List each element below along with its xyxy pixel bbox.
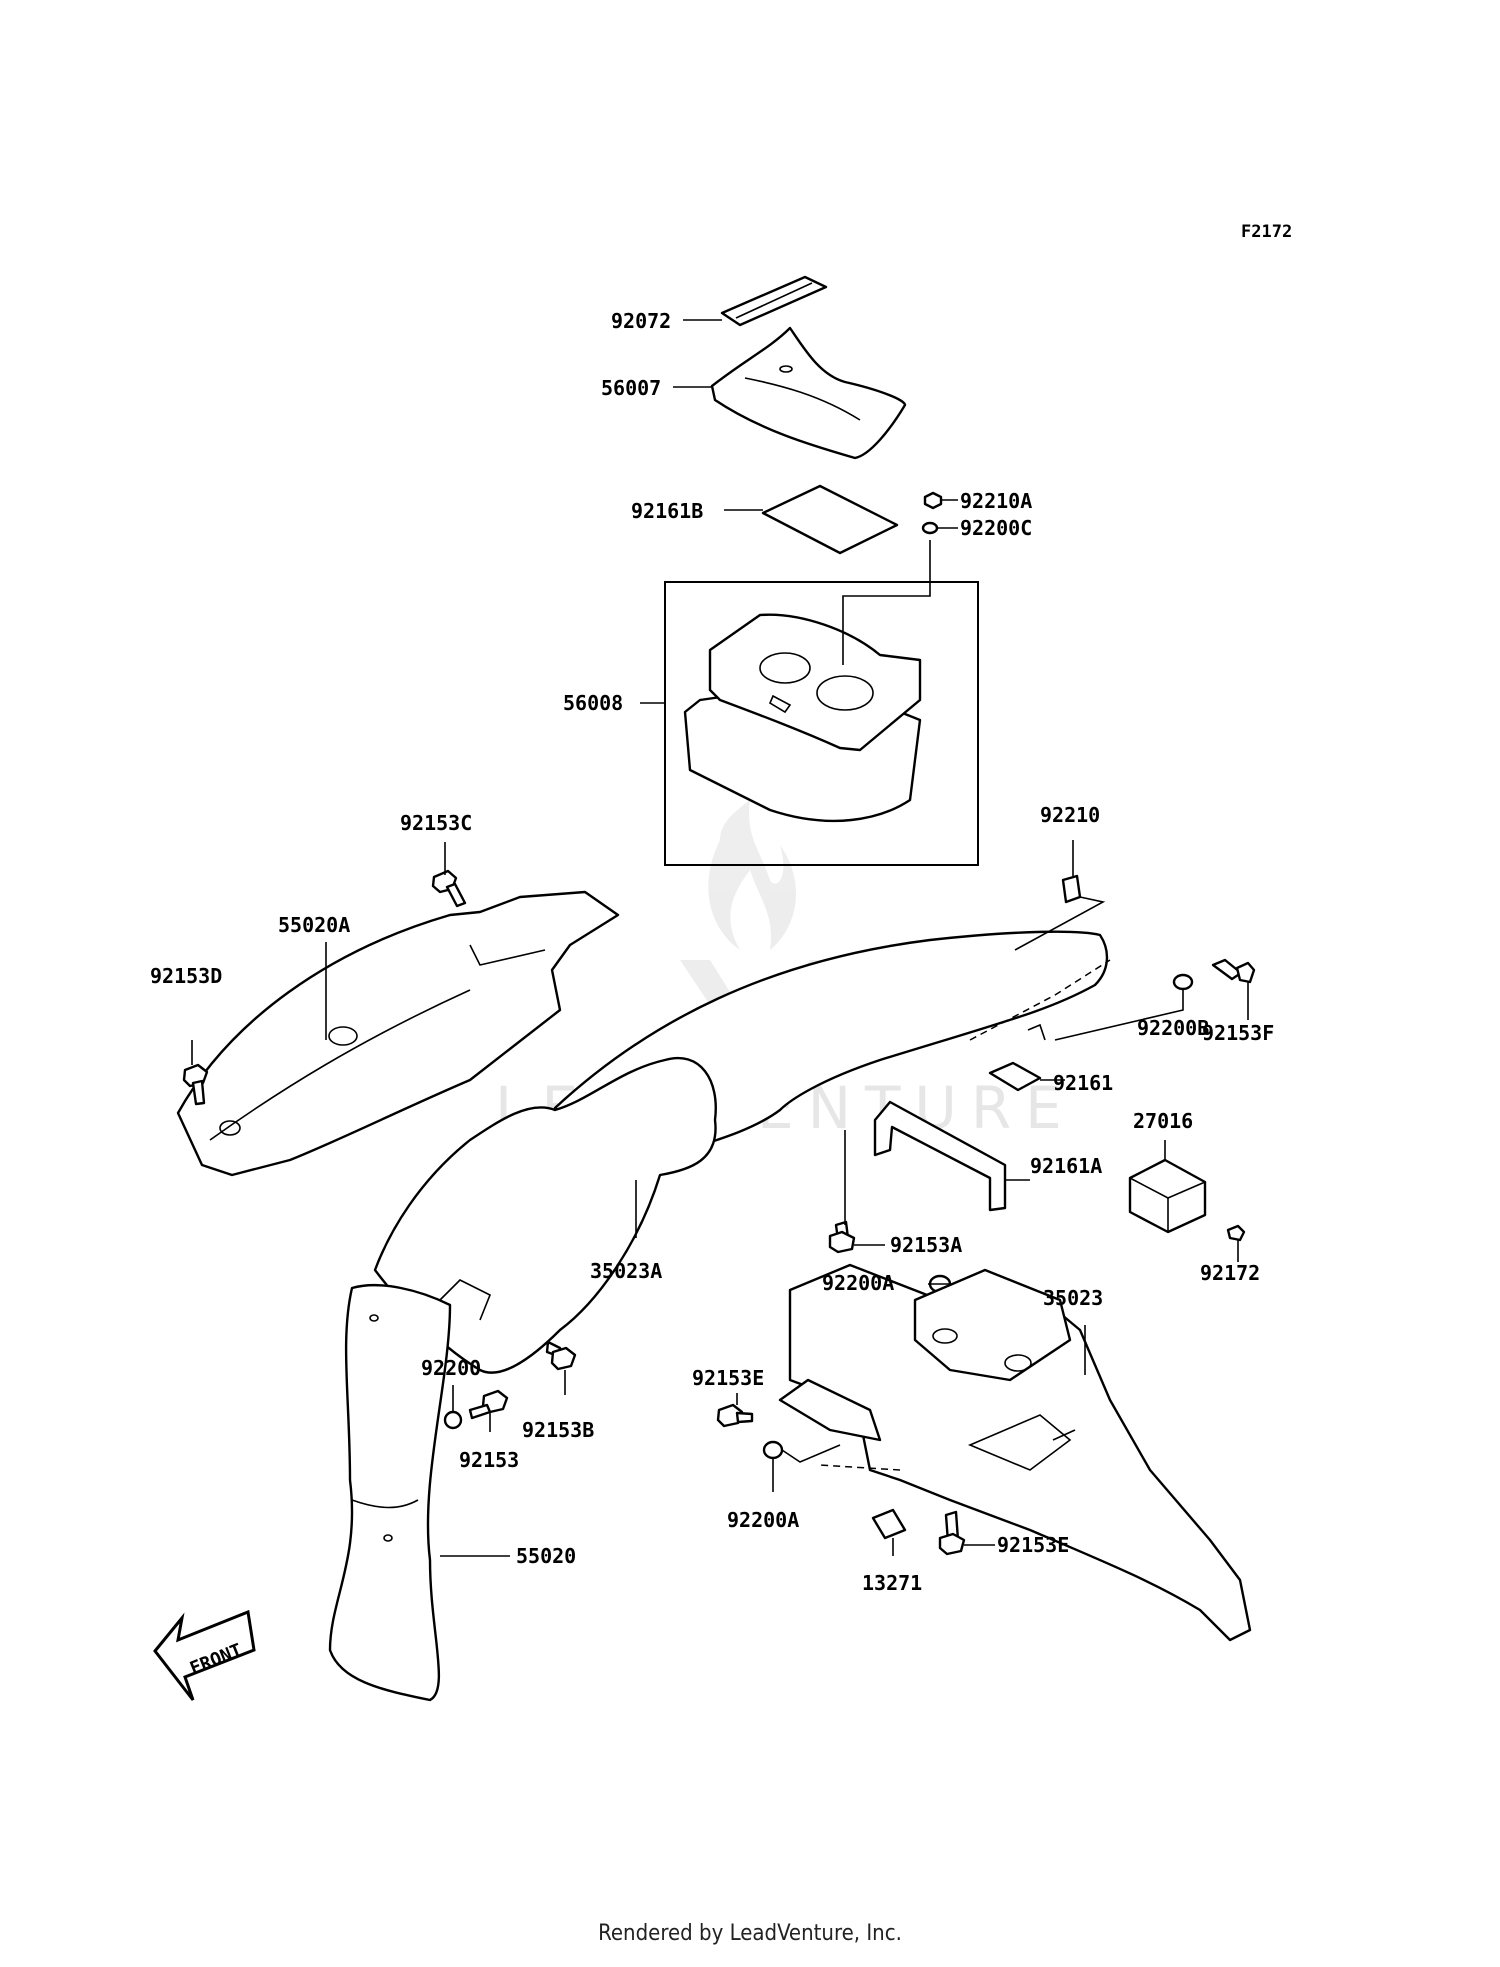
part-92161B-pad: [761, 484, 899, 555]
part-92172-screw: [1226, 1224, 1246, 1242]
label-92153B: 92153B: [522, 1418, 594, 1442]
label-92200C: 92200C: [960, 516, 1032, 540]
part-35023-inner-fender: [778, 1263, 1252, 1642]
part-92210-clip: [1061, 874, 1082, 904]
label-92072: 92072: [611, 309, 671, 333]
label-13271: 13271: [862, 1571, 922, 1595]
label-92153: 92153: [459, 1448, 519, 1472]
front-direction-arrow: FRONT: [153, 1609, 256, 1701]
label-92161A: 92161A: [1030, 1154, 1102, 1178]
label-35023A: 35023A: [590, 1259, 662, 1283]
label-55020A: 55020A: [278, 913, 350, 937]
part-92153E-bolt-right: [938, 1510, 966, 1556]
label-92200B: 92200B: [1137, 1016, 1209, 1040]
part-labels: 92072 56007 92161B 92210A 92200C 56008 9…: [150, 309, 1274, 1595]
leader-lines: [191, 319, 1249, 1557]
label-27016: 27016: [1133, 1109, 1193, 1133]
part-56008-tool-case: [683, 613, 922, 823]
label-92153C: 92153C: [400, 811, 472, 835]
label-92161: 92161: [1053, 1071, 1113, 1095]
part-92161-pad: [988, 1061, 1042, 1092]
part-92153E-bolt-left: [716, 1403, 754, 1428]
part-56007-tool-bag: [710, 326, 907, 460]
figure-code: F2172: [1241, 222, 1292, 242]
part-55020-front-fender: [328, 1284, 452, 1702]
label-55020: 55020: [516, 1544, 576, 1568]
kit-56008-box: [664, 581, 979, 866]
part-92200B-washer: [1172, 973, 1194, 991]
label-56007: 56007: [601, 376, 661, 400]
part-27016-relay: [1128, 1158, 1207, 1234]
part-92153-bolt: [468, 1389, 509, 1420]
part-92161A-grab-rail: [873, 1100, 1007, 1212]
part-92153A-bolt: [828, 1220, 856, 1254]
part-92153D-bolt: [182, 1063, 209, 1106]
part-35023A-rear-fender: [373, 930, 1111, 1374]
label-92200: 92200: [421, 1356, 481, 1380]
part-55020A-side-cover: [176, 890, 620, 1177]
part-92200C-washer: [921, 521, 939, 535]
label-35023: 35023: [1043, 1286, 1103, 1310]
label-92210: 92210: [1040, 803, 1100, 827]
part-92153F-bolt: [1211, 958, 1256, 984]
part-92210A-nut: [923, 491, 943, 510]
label-92200A-bottom: 92200A: [727, 1508, 799, 1532]
part-92072-strap: [720, 275, 828, 327]
label-92161B: 92161B: [631, 499, 703, 523]
part-92200A-washer-bottom: [762, 1440, 784, 1460]
label-92200A-top: 92200A: [822, 1271, 894, 1295]
label-92172: 92172: [1200, 1261, 1260, 1285]
label-92153D: 92153D: [150, 964, 222, 988]
label-92153F: 92153F: [1202, 1021, 1274, 1045]
footer-credit: Rendered by LeadVenture, Inc.: [598, 1921, 902, 1946]
part-13271-clip: [871, 1508, 907, 1540]
part-92153C-bolt: [431, 869, 467, 908]
part-92200-washer: [443, 1410, 463, 1430]
label-92153A: 92153A: [890, 1233, 962, 1257]
label-92153E-left: 92153E: [692, 1366, 764, 1390]
label-92210A: 92210A: [960, 489, 1032, 513]
label-56008: 56008: [563, 691, 623, 715]
label-92153E-right: 92153E: [997, 1533, 1069, 1557]
part-92153B-bolt: [545, 1340, 577, 1371]
